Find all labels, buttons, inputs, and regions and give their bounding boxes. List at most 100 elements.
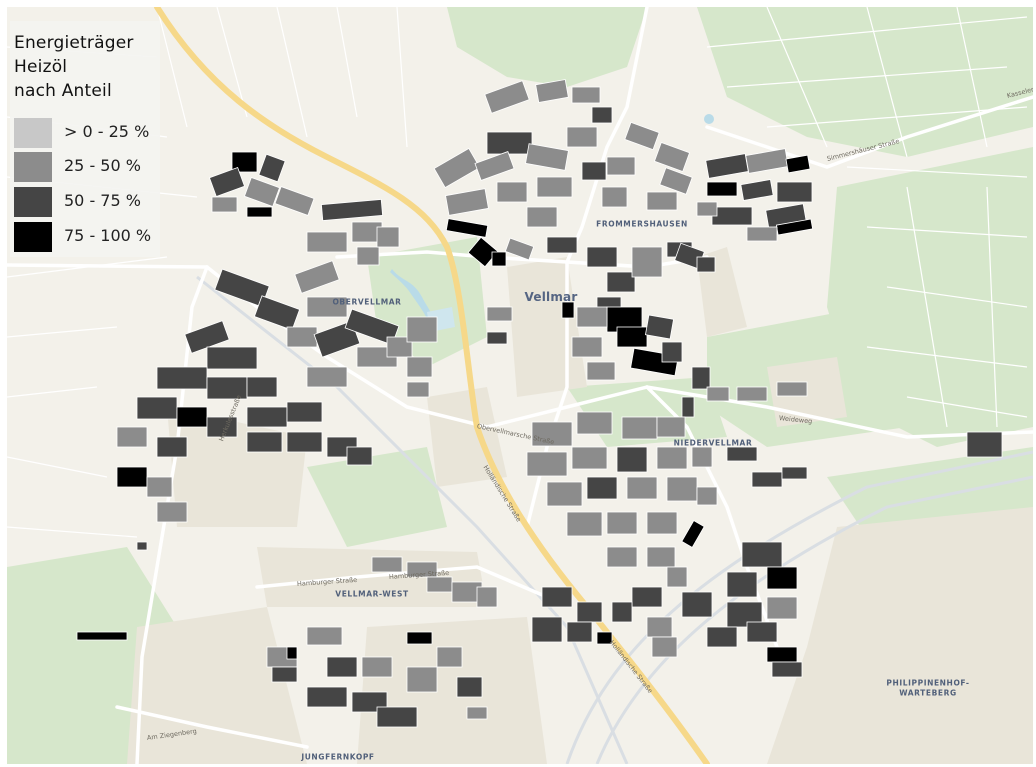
district-block[interactable] [386, 336, 413, 358]
district-block[interactable] [746, 621, 778, 643]
district-block[interactable] [320, 198, 384, 222]
district-block[interactable] [711, 206, 753, 226]
district-block[interactable] [246, 406, 288, 428]
district-block[interactable] [406, 356, 433, 378]
district-block[interactable] [631, 586, 663, 608]
district-block[interactable] [258, 153, 286, 183]
district-block[interactable] [274, 186, 315, 216]
district-block[interactable] [136, 396, 178, 420]
district-block[interactable] [531, 616, 563, 643]
district-block[interactable] [696, 201, 718, 217]
district-block[interactable] [606, 546, 638, 568]
district-block[interactable] [306, 231, 348, 253]
district-block[interactable] [406, 381, 430, 398]
district-block[interactable] [206, 416, 238, 438]
district-block[interactable] [653, 141, 691, 173]
district-block[interactable] [76, 631, 128, 641]
district-block[interactable] [696, 486, 718, 506]
district-block[interactable] [656, 446, 688, 470]
district-block[interactable] [156, 366, 208, 390]
district-block[interactable] [661, 341, 683, 363]
district-block[interactable] [726, 571, 758, 598]
district-block[interactable] [376, 226, 400, 248]
district-block[interactable] [208, 166, 246, 198]
district-block[interactable] [271, 666, 298, 683]
district-block[interactable] [253, 295, 301, 331]
district-block[interactable] [504, 237, 535, 261]
district-block[interactable] [156, 436, 188, 458]
district-block[interactable] [606, 271, 636, 293]
district-block[interactable] [306, 366, 348, 388]
district-block[interactable] [306, 296, 348, 318]
district-block[interactable] [576, 601, 603, 623]
district-block[interactable] [326, 656, 358, 678]
district-block[interactable] [406, 631, 433, 645]
district-block[interactable] [566, 621, 593, 643]
district-block[interactable] [776, 381, 808, 397]
district-block[interactable] [646, 511, 678, 535]
district-block[interactable] [601, 186, 628, 208]
district-block[interactable] [484, 80, 530, 114]
district-block[interactable] [666, 566, 688, 588]
district-block[interactable] [651, 636, 678, 658]
district-block[interactable] [116, 466, 148, 488]
district-block[interactable] [344, 308, 400, 346]
district-block[interactable] [286, 401, 323, 423]
district-block[interactable] [745, 148, 789, 174]
district-block[interactable] [736, 386, 768, 402]
district-block[interactable] [433, 147, 481, 189]
district-block[interactable] [491, 251, 507, 267]
district-block[interactable] [211, 196, 238, 213]
district-block[interactable] [726, 601, 763, 628]
district-block[interactable] [246, 206, 273, 218]
district-block[interactable] [286, 326, 318, 348]
district-block[interactable] [646, 191, 678, 211]
district-block[interactable] [696, 256, 716, 273]
district-block[interactable] [586, 246, 618, 268]
district-block[interactable] [436, 646, 463, 668]
district-block[interactable] [571, 86, 601, 104]
district-block[interactable] [474, 151, 515, 181]
district-block[interactable] [646, 616, 673, 638]
district-block[interactable] [576, 306, 608, 328]
district-block[interactable] [591, 106, 613, 124]
district-block[interactable] [496, 181, 528, 203]
district-block[interactable] [586, 361, 616, 381]
district-block[interactable] [406, 561, 438, 578]
district-block[interactable] [746, 226, 778, 242]
district-block[interactable] [571, 446, 608, 470]
district-block[interactable] [606, 156, 636, 176]
district-block[interactable] [681, 396, 695, 418]
district-block[interactable] [681, 591, 713, 618]
district-block[interactable] [371, 556, 403, 573]
district-block[interactable] [751, 471, 783, 488]
district-block[interactable] [306, 626, 343, 646]
district-block[interactable] [624, 121, 660, 151]
district-block[interactable] [766, 566, 798, 590]
district-block[interactable] [286, 431, 323, 453]
district-block[interactable] [571, 336, 603, 358]
district-block[interactable] [546, 236, 578, 254]
district-block[interactable] [611, 601, 633, 623]
district-block[interactable] [566, 511, 603, 537]
district-block[interactable] [659, 167, 693, 195]
map-area[interactable]: Energieträger Heizöl nach Anteil > 0 - 2… [7, 7, 1033, 764]
district-block[interactable] [531, 421, 573, 447]
district-block[interactable] [445, 218, 489, 238]
district-block[interactable] [691, 446, 713, 468]
district-block[interactable] [526, 206, 558, 228]
district-block[interactable] [486, 331, 508, 345]
district-block[interactable] [246, 376, 278, 398]
district-block[interactable] [561, 301, 575, 319]
district-block[interactable] [586, 476, 618, 500]
district-block[interactable] [286, 646, 298, 660]
district-block[interactable] [156, 501, 188, 523]
district-block[interactable] [526, 451, 568, 477]
district-block[interactable] [231, 151, 258, 173]
district-block[interactable] [306, 686, 348, 708]
district-block[interactable] [596, 631, 613, 645]
district-block[interactable] [741, 541, 783, 568]
district-block[interactable] [681, 520, 705, 548]
district-block[interactable] [771, 661, 803, 678]
district-block[interactable] [486, 306, 513, 322]
